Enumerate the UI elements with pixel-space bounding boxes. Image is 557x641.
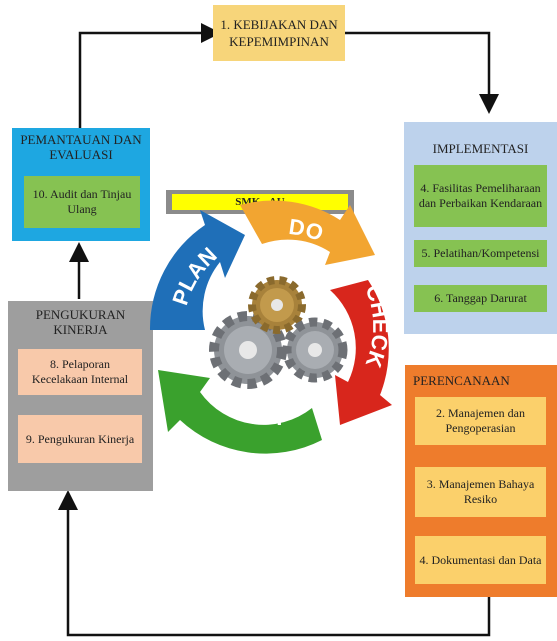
implementasi-title: IMPLEMENTASI [432, 141, 529, 156]
kebijakan-label: 1. KEBIJAKAN DAN KEPEMIMPINAN [220, 17, 338, 49]
implementasi-item: 4. Fasilitas Pemeliharaan dan Perbaikan … [414, 165, 547, 227]
perencanaan-item: 2. Manajemen dan Pengoperasian [415, 397, 546, 445]
perencanaan-title: PERENCANAAN [413, 373, 510, 388]
plan-arrow [149, 210, 245, 330]
pengukuran-item: 9. Pengukuran Kinerja [18, 415, 142, 463]
gear-icon [248, 276, 306, 334]
perencanaan-box: PERENCANAAN 2. Manajemen dan Pengoperasi… [405, 365, 557, 597]
do-arrow [240, 200, 375, 265]
implementasi-item: 5. Pelatihan/Kompetensi [414, 240, 547, 267]
arrow-perencanaan-to-pengukuran [58, 490, 491, 637]
perencanaan-item: 3. Manajemen Bahaya Resiko [415, 467, 546, 517]
implementasi-item: 6. Tanggap Darurat [414, 285, 547, 312]
pengukuran-box: PENGUKURAN KINERJA 8. Pelaporan Kecelaka… [8, 301, 153, 491]
act-arrow [158, 370, 322, 454]
pemantauan-box: PEMANTAUAN DAN EVALUASI 10. Audit dan Ti… [12, 128, 150, 241]
arrow-pemantauan-to-kebijakan [78, 23, 221, 128]
implementasi-box: IMPLEMENTASI 4. Fasilitas Pemeliharaan d… [404, 122, 557, 334]
arrow-kebijakan-to-implementasi [345, 31, 499, 114]
check-arrow [330, 280, 392, 425]
pengukuran-title: PENGUKURAN KINERJA [35, 307, 126, 337]
pemantauan-item: 10. Audit dan Tinjau Ulang [24, 176, 140, 228]
gear-icon [209, 311, 287, 389]
pemantauan-title: PEMANTAUAN DAN EVALUASI [20, 132, 142, 162]
kebijakan-box: 1. KEBIJAKAN DAN KEPEMIMPINAN [213, 5, 345, 61]
pengukuran-item: 8. Pelaporan Kecelakaan Internal [18, 349, 142, 395]
gear-icon [282, 317, 348, 383]
perencanaan-item: 4. Dokumentasi dan Data [415, 536, 546, 584]
